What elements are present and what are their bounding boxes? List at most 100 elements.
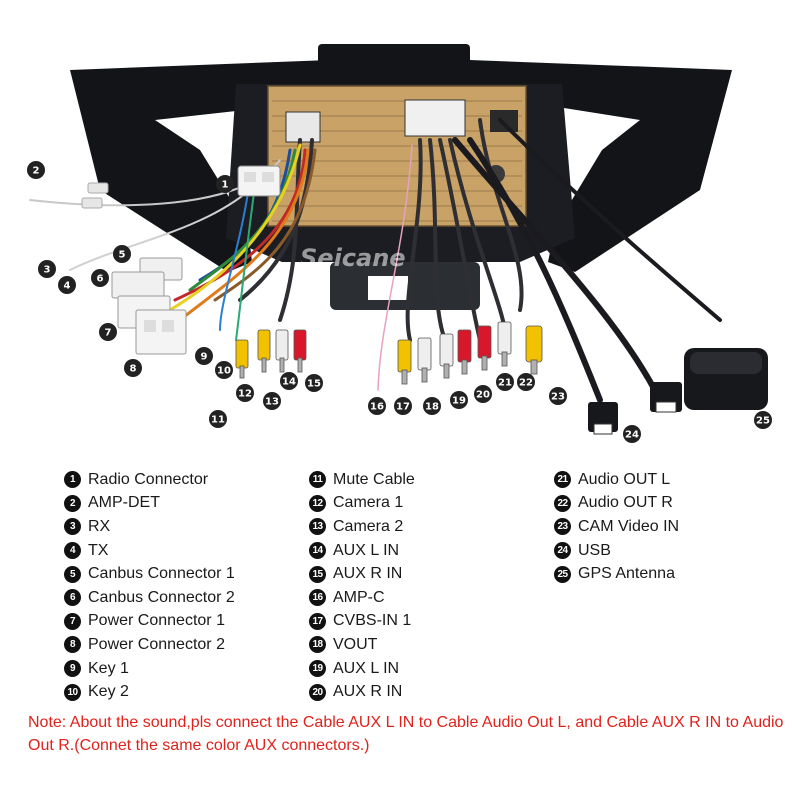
watermark-text: Seicane <box>300 244 406 272</box>
legend-number-badge: 12 <box>309 494 326 512</box>
legend-item: 17 CVBS-IN 1 <box>309 610 415 634</box>
legend-item: 14 AUX L IN <box>309 539 415 563</box>
callout-8: 8 <box>124 359 142 377</box>
callout-22: 22 <box>517 373 535 391</box>
legend-label: AUX L IN <box>333 541 400 559</box>
callout-number: 5 <box>119 250 126 261</box>
legend-number-badge: 4 <box>64 542 81 560</box>
callout-number: 13 <box>265 397 279 408</box>
callout-15: 15 <box>305 374 323 392</box>
legend-label: Canbus Connector 1 <box>88 565 235 583</box>
callout-number: 7 <box>105 328 112 339</box>
legend-number-badge: 20 <box>309 683 326 701</box>
callout-11: 11 <box>209 410 227 428</box>
legend-item: 12 Camera 1 <box>309 492 415 516</box>
legend-label: Radio Connector <box>88 470 209 488</box>
legend-label: VOUT <box>333 635 378 653</box>
callout-4: 4 <box>58 276 76 294</box>
legend-label: GPS Antenna <box>578 565 675 583</box>
legend-label: Mute Cable <box>333 470 415 488</box>
legend-item: 20 AUX R IN <box>309 680 415 704</box>
legend-label: AUX R IN <box>333 683 403 701</box>
rca-plugs <box>235 321 543 385</box>
legend-label: RX <box>88 517 111 535</box>
legend-item: 5 Canbus Connector 1 <box>64 562 235 586</box>
callout-number: 25 <box>756 416 770 427</box>
legend-label: CVBS-IN 1 <box>333 612 412 630</box>
legend-number-badge: 23 <box>554 518 571 536</box>
legend-label: Key 1 <box>88 659 129 677</box>
callout-7: 7 <box>99 323 117 341</box>
legend-number-badge: 16 <box>309 589 326 607</box>
legend-number-badge: 19 <box>309 660 326 678</box>
callout-20: 20 <box>474 385 492 403</box>
legend-item: 15 AUX R IN <box>309 562 415 586</box>
connectors <box>81 165 768 435</box>
legend-label: Power Connector 2 <box>88 635 225 653</box>
callout-number: 3 <box>44 265 51 276</box>
callout-25: 25 <box>754 411 772 429</box>
legend-label: TX <box>88 541 109 559</box>
sound-note: Note: About the sound,pls connect the Ca… <box>28 714 784 754</box>
legend-label: Audio OUT R <box>578 494 673 512</box>
callout-number: 21 <box>498 378 512 389</box>
legend-number-badge: 6 <box>64 589 81 607</box>
callout-number: 15 <box>307 379 321 390</box>
callout-number: 20 <box>476 390 490 401</box>
callout-23: 23 <box>549 387 567 405</box>
callout-number: 17 <box>396 402 410 413</box>
legend-number-badge: 1 <box>64 471 81 489</box>
legend-number-badge: 15 <box>309 565 326 583</box>
legend-number-badge: 10 <box>64 683 81 701</box>
callout-18: 18 <box>423 397 441 415</box>
callout-10: 10 <box>215 361 233 379</box>
callout-24: 24 <box>623 425 641 443</box>
callout-number: 9 <box>201 352 208 363</box>
wire-harness <box>29 118 722 403</box>
canbus-connector-2 <box>111 271 165 299</box>
callout-19: 19 <box>450 391 468 409</box>
legend-number-badge: 3 <box>64 518 81 536</box>
legend-label: AUX L IN <box>333 659 400 677</box>
legend-label: Audio OUT L <box>578 470 671 488</box>
legend-number-badge: 24 <box>554 542 571 560</box>
callout-number: 2 <box>33 166 40 177</box>
legend-label: AUX R IN <box>333 565 403 583</box>
callout-number: 18 <box>425 402 439 413</box>
callout-2: 2 <box>27 161 45 179</box>
legend-label: Camera 1 <box>333 494 404 512</box>
callout-3: 3 <box>38 260 56 278</box>
callout-number: 14 <box>282 377 296 388</box>
legend-number-badge: 17 <box>309 612 326 630</box>
callout-5: 5 <box>113 245 131 263</box>
legend-item: 18 VOUT <box>309 633 415 657</box>
callout-number: 8 <box>130 364 137 375</box>
callout-number: 11 <box>211 415 225 426</box>
legend-item: 1 Radio Connector <box>64 468 235 492</box>
legend-number-badge: 14 <box>309 542 326 560</box>
callout-9: 9 <box>195 347 213 365</box>
callout-number: 19 <box>452 396 466 407</box>
legend-item: 19 AUX L IN <box>309 657 415 681</box>
legend-number-badge: 5 <box>64 565 81 583</box>
legend-number-badge: 2 <box>64 494 81 512</box>
callout-1: 1 <box>216 175 234 193</box>
legend-number-badge: 18 <box>309 636 326 654</box>
callout-17: 17 <box>394 397 412 415</box>
callout-14: 14 <box>280 372 298 390</box>
legend-number-badge: 22 <box>554 494 571 512</box>
legend-number-badge: 8 <box>64 636 81 654</box>
